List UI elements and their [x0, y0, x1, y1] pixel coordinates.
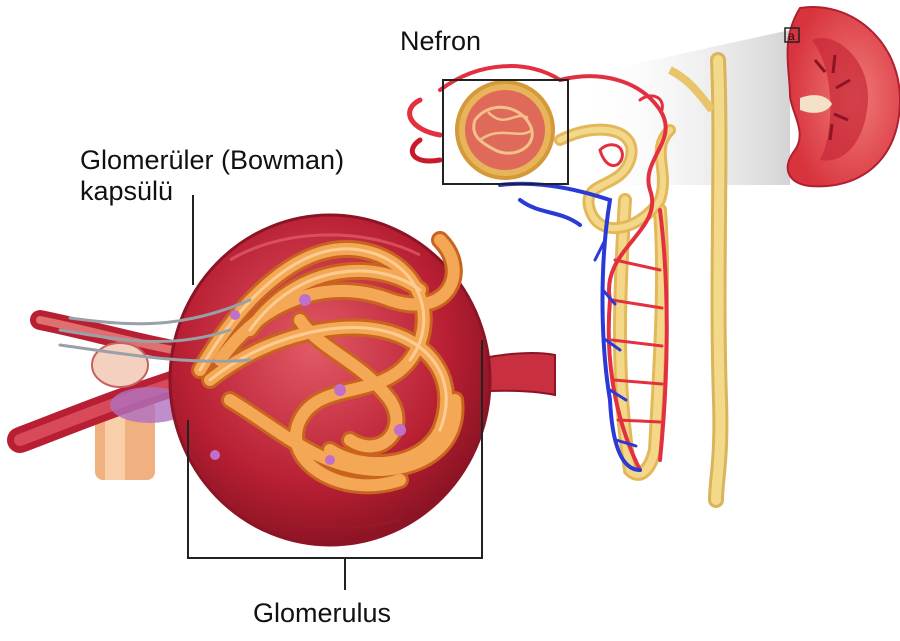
nephron-label: Nefron: [400, 26, 481, 56]
kidney-marker-label: a: [788, 29, 795, 43]
nephron-glomerulus-small: [457, 82, 553, 178]
zoom-wedge: [570, 30, 790, 185]
kidney-section: a: [785, 7, 900, 186]
capsule-label-line2: kapsülü: [80, 176, 173, 206]
glomerulus-label: Glomerulus: [253, 598, 391, 628]
capsule-label-line1: Glomerüler (Bowman): [80, 145, 344, 175]
